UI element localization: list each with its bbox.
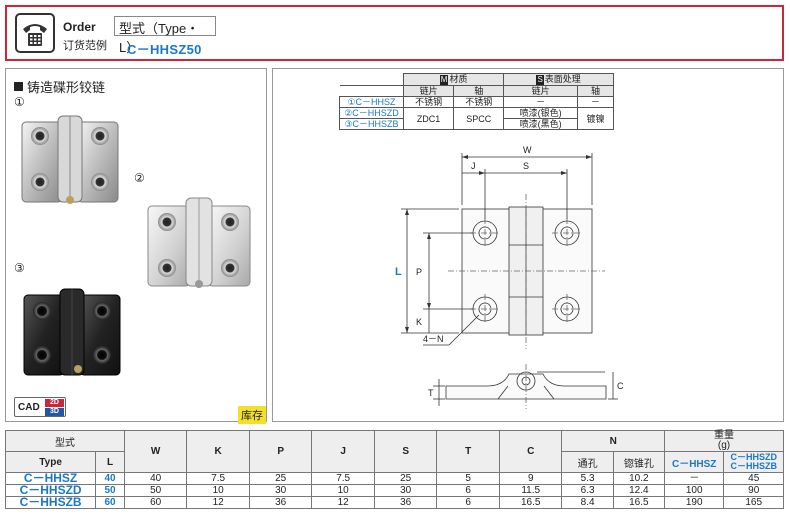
cad-3d-badge[interactable]: 3D	[45, 408, 64, 416]
product-title-text: 铸造碟形铰链	[27, 80, 106, 95]
hinge-silver-image	[147, 197, 251, 288]
col-k: K	[186, 430, 250, 473]
hinge-stainless-image	[21, 115, 119, 204]
dim-s-label: S	[523, 161, 529, 171]
col-w: W	[123, 430, 188, 473]
variant-2-label: ②	[134, 171, 145, 185]
type-label-box: 型式（Type・L）	[114, 16, 216, 55]
order-label: Order	[63, 20, 96, 34]
table-row: ②C－HHSZD ZDC1 SPCC 喷漆(银色) 镀镍	[339, 107, 615, 130]
table-row: C－HHSZ 40 40 7.5 25 7.5 25 5 9 5.3 10.2 …	[4, 472, 784, 485]
col-n: N	[561, 430, 665, 452]
weight-a-header: C－HHSZ	[663, 451, 725, 473]
dim-t-label: T	[428, 388, 434, 398]
table-row: C－HHSZD 50 50 10 30 10 30 6 11.5 6.3 12.…	[4, 484, 784, 497]
variant-1-label: ①	[14, 95, 25, 109]
n-csk-header: 锪锥孔	[612, 451, 665, 473]
col-p: P	[248, 430, 313, 473]
variant-3-label: ③	[14, 261, 25, 275]
table-row: ③C－HHSZB 喷漆(黑色)	[339, 118, 614, 130]
l-header: L	[95, 451, 125, 473]
dim-w-label: W	[523, 145, 532, 155]
col-j: J	[311, 430, 375, 473]
hinge-black-image	[23, 288, 121, 376]
cad-download-badge[interactable]: CAD 2D 3D	[14, 397, 66, 417]
col-weight: 重量(g)	[663, 430, 785, 452]
cad-label: CAD	[18, 401, 40, 413]
dim-j-label: J	[471, 161, 476, 171]
col-c: C	[498, 430, 563, 473]
table-row: C－HHSZB 60 60 12 36 12 36 6 16.5 8.4 16.…	[4, 496, 784, 509]
n-thru-header: 通孔	[561, 451, 614, 473]
phone-order-icon	[15, 13, 55, 53]
material-mark: M	[439, 75, 449, 85]
product-image-panel: 铸造碟形铰链 ① ② ③	[5, 68, 267, 424]
dim-k-label: K	[416, 317, 422, 327]
type-sub-header: Type	[4, 451, 97, 473]
type-header: 型式	[5, 430, 125, 452]
surface-mark: S	[536, 75, 544, 85]
order-sub-label: 订货范例	[63, 40, 107, 52]
spec-table: 型式 W K P J S T C N 重量(g) Type L 通孔 锪锥孔 C…	[4, 430, 785, 509]
dim-n-label: 4－N	[423, 334, 444, 344]
product-title: 铸造碟形铰链	[14, 77, 105, 96]
cad-2d-badge[interactable]: 2D	[45, 399, 64, 407]
col-t: T	[436, 430, 500, 473]
order-example-box: Order 订货范例 型式（Type・L） C－HHSZ50	[5, 5, 784, 61]
stock-badge: 库存	[238, 406, 266, 424]
title-square-icon	[14, 82, 23, 91]
dim-l-label: L	[395, 266, 402, 278]
dim-c-label: C	[617, 381, 624, 391]
dim-p-label: P	[416, 267, 422, 277]
technical-drawing: W J S L P K 4－N T C	[395, 145, 624, 409]
col-s: S	[373, 430, 438, 473]
order-example-code: C－HHSZ50	[127, 42, 202, 57]
